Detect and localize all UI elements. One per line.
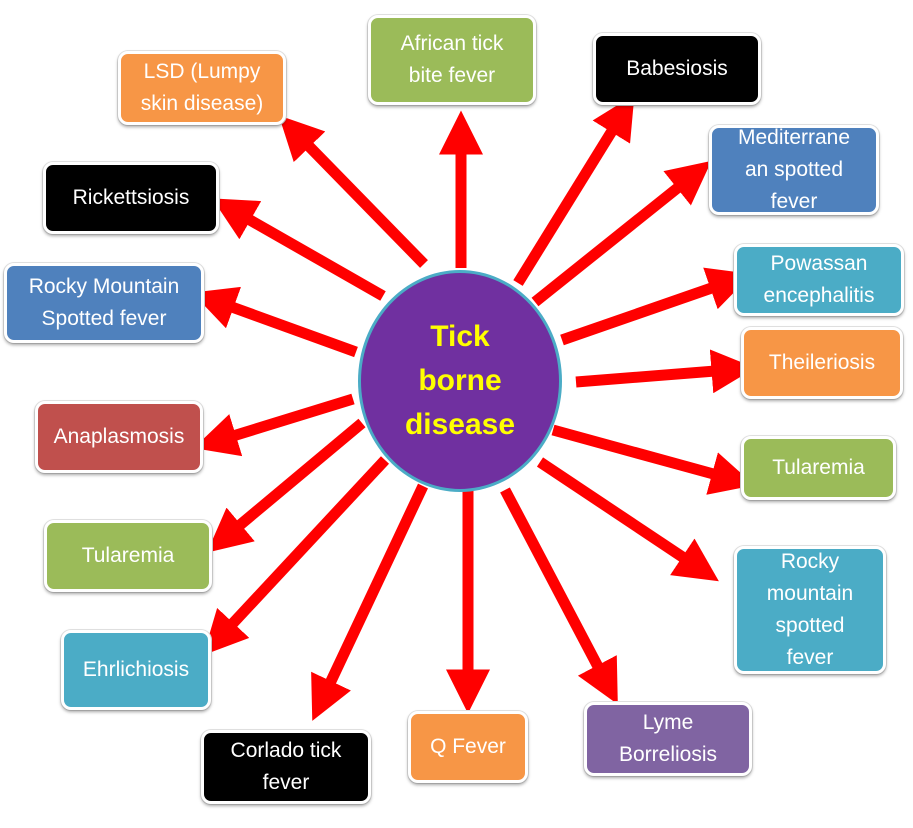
node-label: Mediterrane an spotted fever <box>737 126 851 213</box>
arrow-tularemia-right <box>551 424 755 495</box>
arrow-theileriosis <box>575 349 756 394</box>
arrow-rocky-mountain-spotted-fever-right <box>536 457 719 582</box>
node-label: Tularemia <box>772 456 865 479</box>
node-corlado-tick-fever: Corlado tick fever <box>201 730 371 804</box>
node-babesiosis: Babesiosis <box>593 33 761 105</box>
node-lsd-lumpy-skin-disease: LSD (Lumpy skin disease) <box>118 51 286 125</box>
node-label: African tick bite fever <box>400 32 504 87</box>
node-label: Babesiosis <box>626 57 728 80</box>
node-label: Anaplasmosis <box>53 425 185 448</box>
arrow-powassan-encephalitis <box>560 267 752 346</box>
arrow-lsd-lumpy-skin-disease <box>278 115 428 268</box>
center-node-label: Tick borne disease <box>404 320 516 441</box>
node-lyme-borreliosis: Lyme Borreliosis <box>584 702 752 776</box>
arrow-corlado-tick-fever <box>311 483 428 721</box>
node-rocky-mountain-spotted-fever-left: Rocky Mountain Spotted fever <box>4 263 204 343</box>
node-label: Rocky mountain spotted fever <box>766 550 854 669</box>
node-label: Lyme Borreliosis <box>618 711 718 766</box>
node-rickettsiosis: Rickettsiosis <box>43 162 219 234</box>
node-label: Theileriosis <box>768 351 876 374</box>
arrow-lyme-borreliosis <box>500 487 618 705</box>
center-node-tick-borne-disease: Tick borne disease <box>358 270 562 492</box>
arrow-rocky-mountain-spotted-fever-left <box>192 286 358 358</box>
node-mediterranean-spotted-fever: Mediterrane an spotted fever <box>709 125 879 215</box>
node-tularemia-left: Tularemia <box>44 520 212 592</box>
node-powassan-encephalitis: Powassan encephalitis <box>734 244 904 316</box>
node-label: Rickettsiosis <box>72 186 190 209</box>
node-label: Q Fever <box>430 735 506 758</box>
arrow-mediterranean-spotted-fever <box>531 160 712 307</box>
node-label: LSD (Lumpy skin disease) <box>140 60 264 115</box>
node-label: Powassan encephalitis <box>763 252 875 307</box>
node-tularemia-right: Tularemia <box>741 436 896 500</box>
node-label: Tularemia <box>81 544 175 567</box>
arrow-anaplasmosis <box>193 393 355 457</box>
arrow-rickettsiosis <box>212 198 386 301</box>
arrow-tularemia-left <box>206 418 366 553</box>
node-theileriosis: Theileriosis <box>741 327 903 399</box>
node-label: Ehrlichiosis <box>82 658 190 681</box>
node-q-fever: Q Fever <box>408 711 528 783</box>
node-label: Rocky Mountain Spotted fever <box>28 275 180 330</box>
node-anaplasmosis: Anaplasmosis <box>35 401 203 473</box>
node-rocky-mountain-spotted-fever-right: Rocky mountain spotted fever <box>734 546 886 674</box>
arrow-babesiosis <box>513 94 635 286</box>
node-ehrlichiosis: Ehrlichiosis <box>61 630 211 710</box>
arrow-ehrlichiosis <box>203 456 390 656</box>
node-african-tick-bite-fever: African tick bite fever <box>368 15 536 105</box>
node-label: Corlado tick fever <box>230 739 342 794</box>
